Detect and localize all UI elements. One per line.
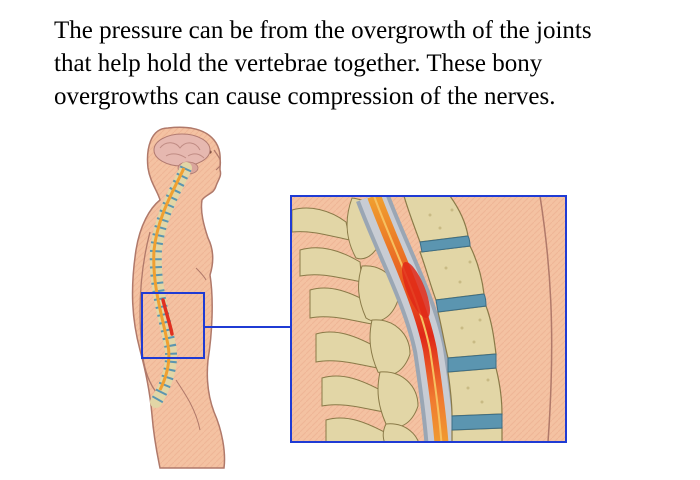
caption-text: The pressure can be from the overgrowth … <box>54 14 674 113</box>
caption-line-2: that help hold the vertebrae together. T… <box>54 50 543 77</box>
zoom-inset <box>291 196 566 442</box>
human-figure <box>131 126 226 469</box>
caption-line-3: overgrowths can cause compression of the… <box>54 83 556 110</box>
zoom-frame <box>290 195 567 443</box>
highlight-box <box>141 292 205 359</box>
caption-line-1: The pressure can be from the overgrowth … <box>54 17 592 44</box>
